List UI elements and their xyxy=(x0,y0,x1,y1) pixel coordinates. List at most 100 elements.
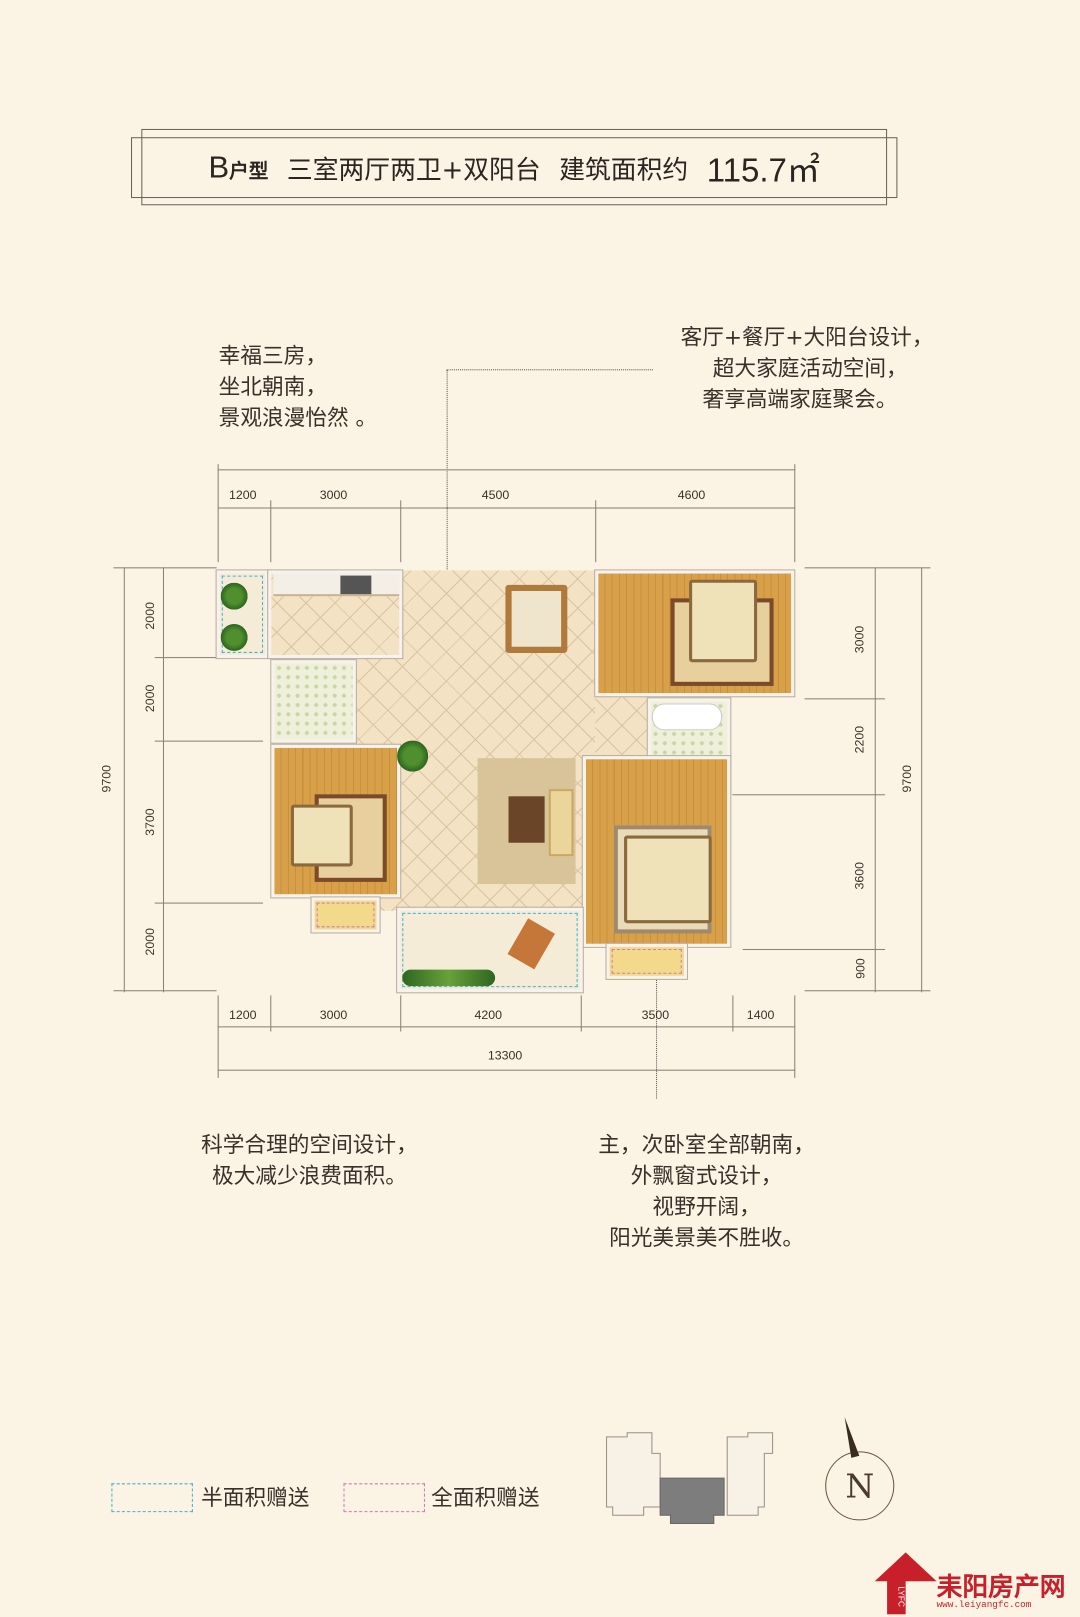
callout-line: 幸福三房， xyxy=(218,343,327,369)
area-label: 建筑面积约 xyxy=(559,154,689,185)
dim-tick xyxy=(794,995,796,1078)
dim-label: 3500 xyxy=(641,1007,670,1023)
dim-tick xyxy=(794,464,796,563)
callout-line: 超大家庭活动空间， xyxy=(712,355,908,381)
dim-label: 3600 xyxy=(852,861,867,890)
callout-top-left: 幸福三房， 坐北朝南， 景观浪漫怡然 。 xyxy=(219,340,378,433)
dim-tick xyxy=(595,500,597,563)
dim-tick xyxy=(804,567,931,569)
title-frame-inner xyxy=(131,137,898,199)
plant-icon xyxy=(220,582,248,610)
callout-line: 视野开阔， xyxy=(652,1194,761,1220)
legend-swatch-full-area xyxy=(343,1483,425,1513)
dim-label: 3000 xyxy=(319,487,348,503)
unit-type: B户型 xyxy=(209,150,269,185)
dim-tick xyxy=(270,995,272,1032)
leader-line xyxy=(446,369,653,371)
dim-label: 900 xyxy=(853,958,868,979)
dim-label: 3700 xyxy=(142,808,158,836)
leader-line xyxy=(446,369,448,661)
unit-suffix: 户型 xyxy=(229,160,269,183)
dim-line-right xyxy=(874,567,876,993)
bed-icon xyxy=(290,804,353,867)
dim-tick xyxy=(580,995,582,1032)
dim-line-left xyxy=(162,567,165,993)
dim-label: 4600 xyxy=(677,487,706,503)
bay-window-west xyxy=(310,896,381,934)
dim-line-right-total xyxy=(921,567,923,993)
coffee-table-icon xyxy=(508,796,545,843)
watermark-logo: LYFC 耒阳房产网 www.leiyangfc.com xyxy=(874,1552,1080,1615)
callout-bottom-left: 科学合理的空间设计， 极大减少浪费面积。 xyxy=(155,1129,464,1191)
callout-line: 客厅+餐厅+大阳台设计， xyxy=(680,324,934,350)
callout-line: 外飘窗式设计， xyxy=(630,1163,783,1189)
dim-label: 4500 xyxy=(481,487,510,503)
callout-line: 极大减少浪费面积。 xyxy=(211,1163,407,1189)
callout-line: 坐北朝南， xyxy=(218,374,327,400)
plant-icon xyxy=(397,740,429,772)
dim-tick xyxy=(400,500,402,563)
stove-icon xyxy=(340,575,372,595)
unit-letter: B xyxy=(208,150,230,185)
dim-tick xyxy=(217,464,219,563)
dim-label-total: 9700 xyxy=(899,765,915,793)
dim-label: 2200 xyxy=(852,725,867,754)
bathroom-1 xyxy=(270,659,357,744)
dim-label: 3000 xyxy=(852,625,867,654)
callout-top-right: 客厅+餐厅+大阳台设计， 超大家庭活动空间， 奢享高端家庭聚会。 xyxy=(681,322,934,415)
dim-label: 2000 xyxy=(142,684,158,713)
dim-tick xyxy=(742,948,886,951)
planter-icon xyxy=(402,969,496,987)
leader-line xyxy=(656,974,658,1099)
dim-tick xyxy=(804,698,886,700)
bed-icon xyxy=(689,579,758,663)
legend-label-half-area: 半面积赠送 xyxy=(201,1485,310,1511)
bay-window-south xyxy=(605,942,689,980)
dim-tick xyxy=(113,567,217,569)
logo-mark: LYFC xyxy=(887,1579,906,1615)
dim-label: 2000 xyxy=(142,927,158,956)
plant-icon xyxy=(220,624,248,651)
dim-tick xyxy=(217,995,219,1078)
title-frame-outer xyxy=(141,128,888,206)
dim-label: 4200 xyxy=(474,1007,503,1023)
area-value: 115.7㎡ xyxy=(706,151,820,189)
dim-line-top xyxy=(217,507,796,509)
dim-label-total: 13300 xyxy=(487,1048,523,1063)
legend-label-full-area: 全面积赠送 xyxy=(431,1485,540,1511)
dim-label: 3000 xyxy=(319,1007,348,1023)
compass-north-label: N xyxy=(845,1466,875,1506)
sofa-icon xyxy=(548,789,574,857)
dim-label: 1200 xyxy=(228,1007,257,1023)
dim-tick xyxy=(154,902,264,904)
bathtub-icon xyxy=(651,703,723,731)
compass-icon: N xyxy=(825,1451,895,1521)
dim-tick xyxy=(154,657,217,659)
dim-line-bottom-total xyxy=(217,1069,796,1071)
logo-name: 耒阳房产网 xyxy=(936,1572,1066,1602)
dim-tick xyxy=(732,794,886,796)
dim-label: 2000 xyxy=(142,602,158,630)
callout-line: 阳光美景美不胜收。 xyxy=(609,1225,805,1251)
layout-text: 三室两厅两卫+双阳台 xyxy=(286,154,541,185)
callout-line: 科学合理的空间设计， xyxy=(201,1132,418,1158)
compass-needle-icon xyxy=(840,1415,860,1458)
dim-tick xyxy=(113,990,217,992)
dim-line-left-total xyxy=(123,567,125,993)
dim-line-top-total xyxy=(217,469,796,471)
title-bar: B户型 三室两厅两卫+双阳台 建筑面积约 115.7㎡ xyxy=(131,137,897,198)
callout-bottom-right: 主，次卧室全部朝南， 外飘窗式设计， 视野开阔， 阳光美景美不胜收。 xyxy=(552,1129,861,1253)
dim-line-bottom xyxy=(217,1026,796,1028)
callout-line: 景观浪漫怡然 。 xyxy=(218,405,378,431)
house-logo-icon xyxy=(874,1552,937,1582)
logo-url: www.leiyangfc.com xyxy=(936,1599,1032,1611)
dim-label: 1400 xyxy=(746,1007,775,1023)
site-plan-icon xyxy=(606,1432,774,1525)
dim-tick xyxy=(154,740,264,742)
legend-swatch-half-area xyxy=(111,1483,193,1513)
hallway xyxy=(595,696,649,757)
dim-label: 1200 xyxy=(228,487,257,503)
dim-tick xyxy=(804,990,931,992)
dim-tick xyxy=(270,500,272,563)
